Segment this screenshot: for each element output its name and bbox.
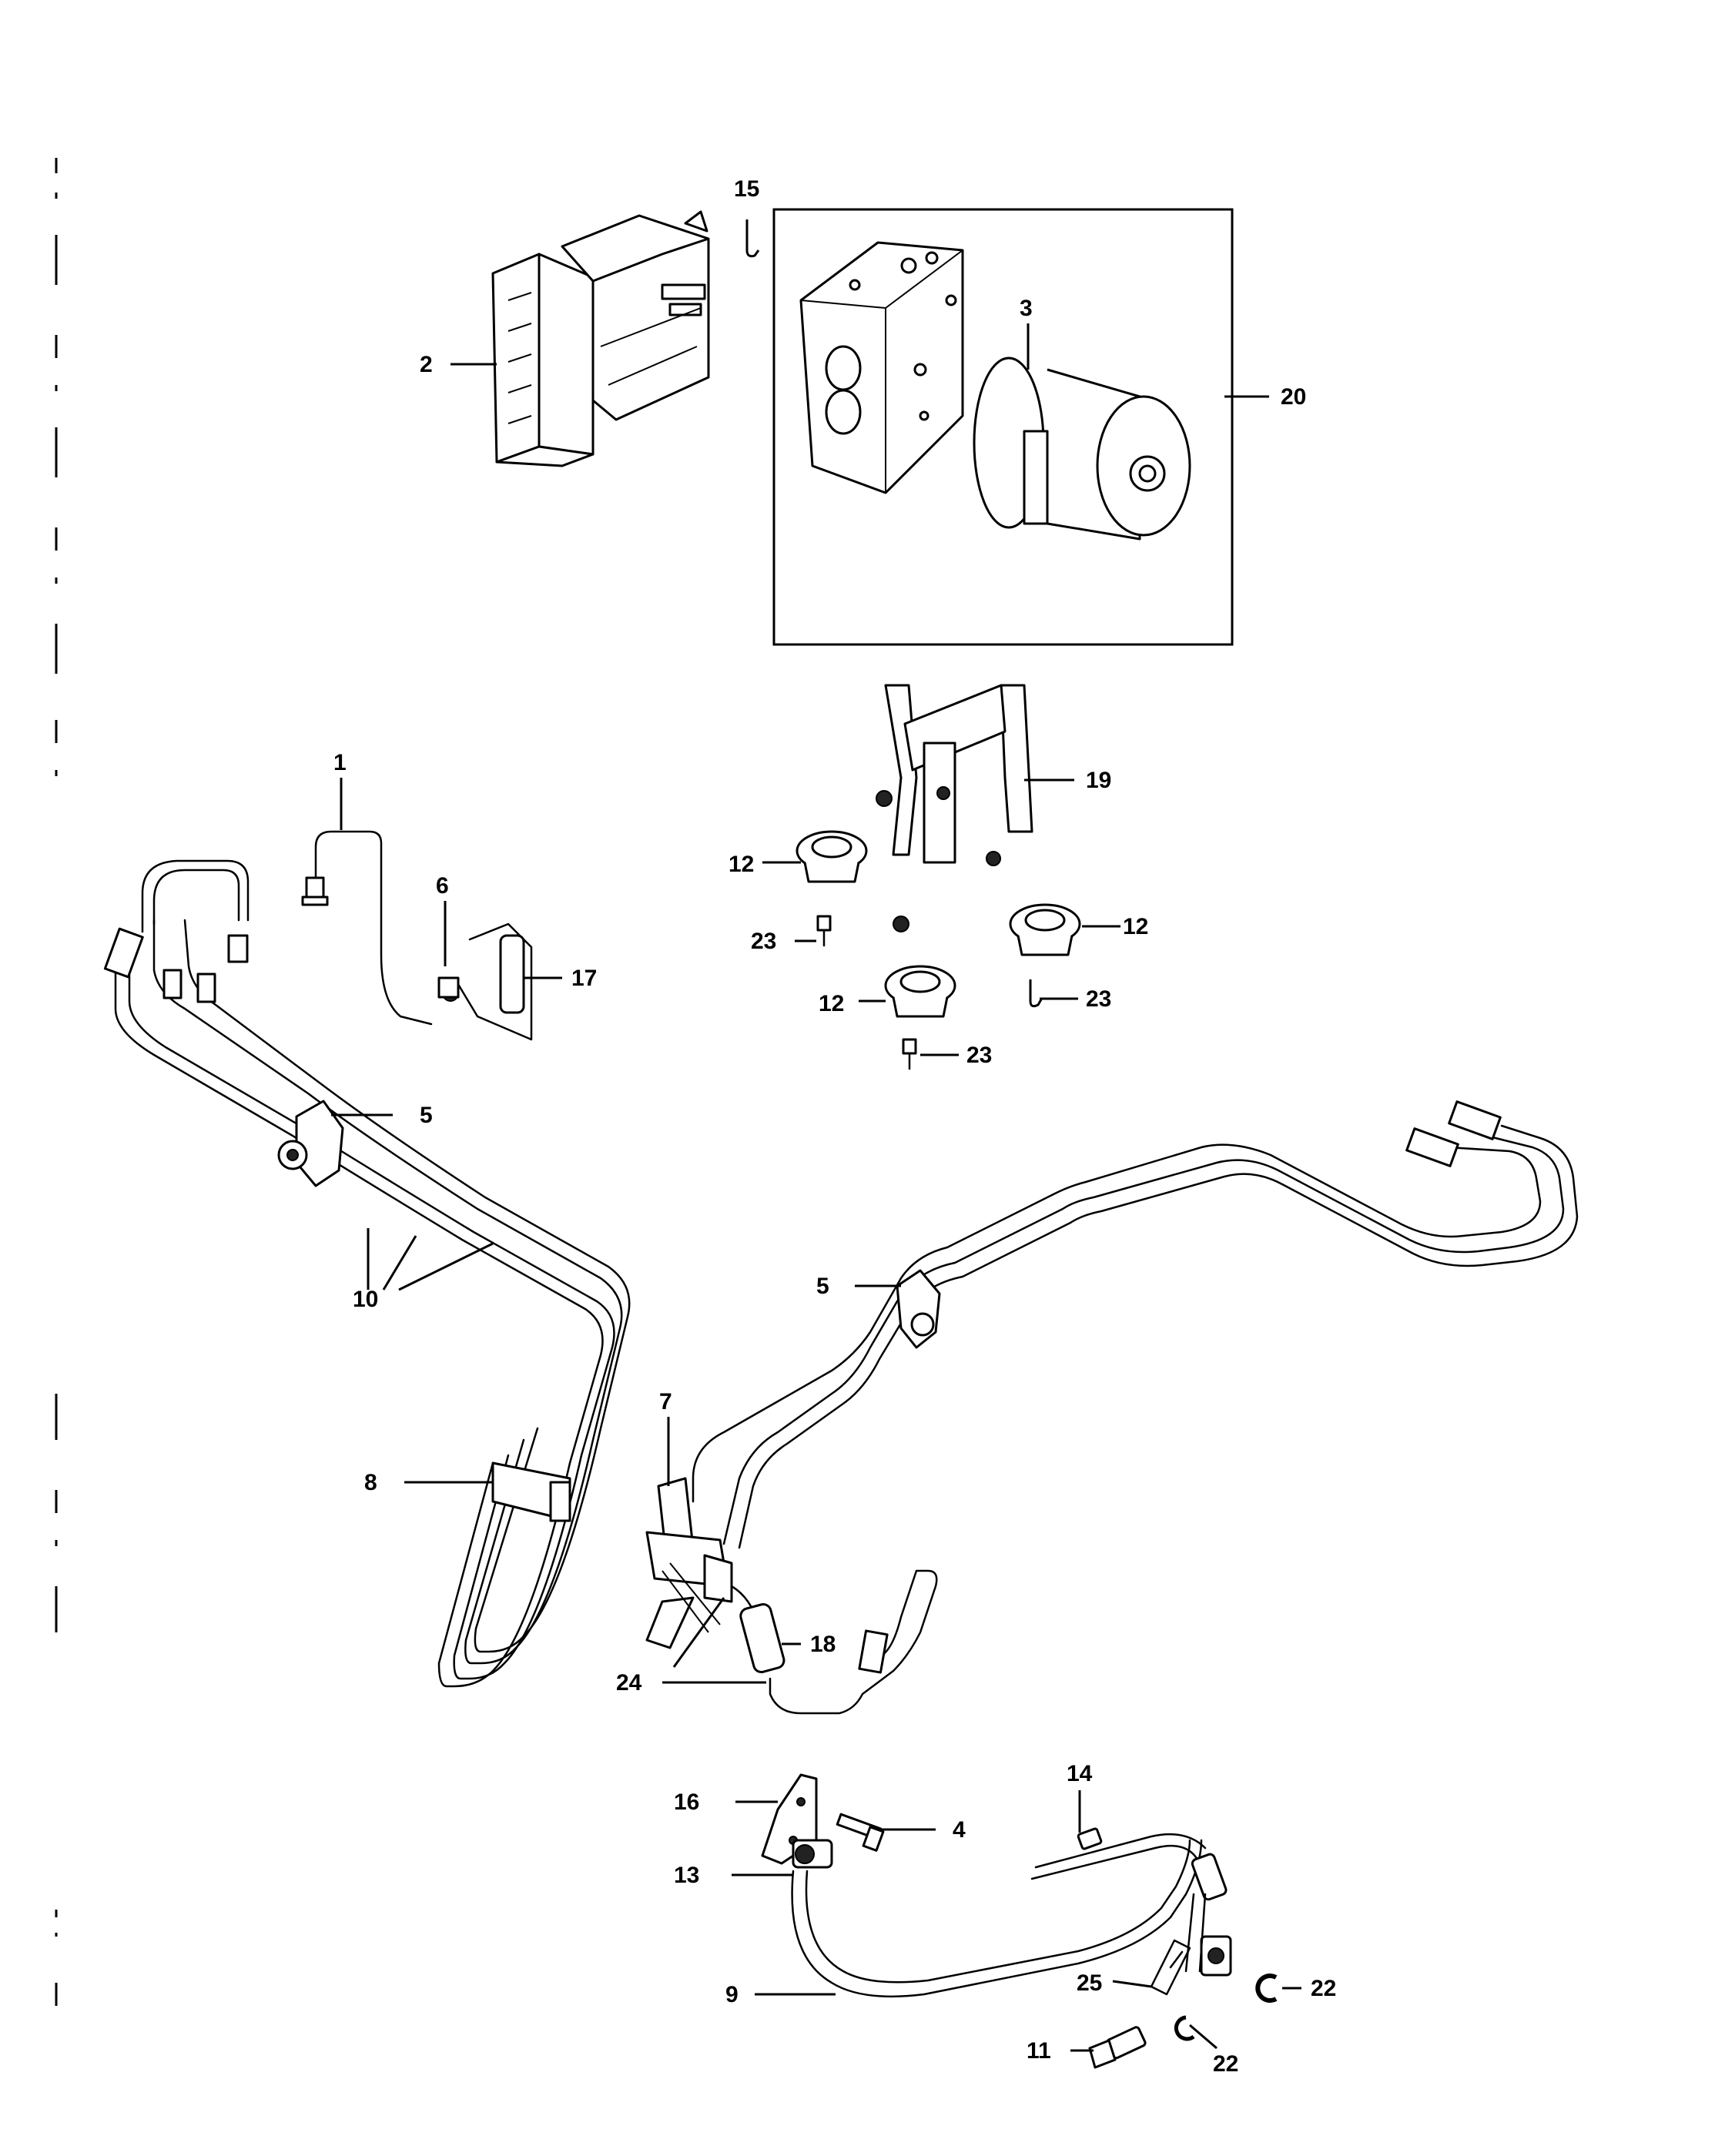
callout-10: 10: [353, 1287, 378, 1312]
callout-22a: 22: [1311, 1976, 1336, 2001]
callout-6: 6: [436, 873, 449, 899]
callout-12a: 12: [729, 852, 754, 877]
bolt-23c: [902, 1038, 917, 1070]
clip-5-left: [277, 1100, 344, 1187]
junction-block-7: [645, 1477, 733, 1649]
clip-25: [1150, 1939, 1191, 1996]
callout-13: 13: [674, 1863, 699, 1888]
leader-22b: [1189, 2024, 1218, 2050]
callout-25: 25: [1077, 1970, 1102, 1996]
bolt-23b: [1029, 979, 1043, 1008]
callout-7: 7: [659, 1389, 672, 1414]
connector-13: [792, 1839, 833, 1869]
callout-3: 3: [1020, 296, 1033, 321]
bolt-4: [836, 1813, 885, 1852]
callout-2: 2: [420, 352, 433, 377]
assembly-box-20: [772, 208, 1234, 646]
callout-17: 17: [571, 966, 597, 991]
hydraulic-control-unit: [799, 241, 964, 494]
leader-25: [1112, 1980, 1152, 1988]
brake-hose-18: [730, 1569, 938, 1715]
callout-9: 9: [725, 1982, 739, 2007]
pump-motor: [973, 357, 1191, 541]
brake-hose-17: [437, 922, 533, 1041]
clip-15: [745, 219, 760, 258]
clip-5-right: [896, 1269, 941, 1349]
callout-14: 14: [1067, 1761, 1093, 1786]
brake-line-bundle-right: [692, 1100, 1579, 1549]
callout-12c: 12: [819, 991, 844, 1016]
retainer-22b: [1174, 2015, 1195, 2041]
callout-23b: 23: [1086, 986, 1111, 1012]
leader-24a: [672, 1597, 725, 1668]
callout-15: 15: [734, 176, 759, 202]
abs-control-module: [491, 210, 710, 467]
callout-23a: 23: [751, 929, 776, 954]
leader-10: [367, 1228, 494, 1291]
callout-5b: 5: [816, 1274, 829, 1299]
callout-16: 16: [674, 1789, 699, 1815]
mounting-bracket: [876, 684, 1033, 932]
callout-12b: 12: [1123, 914, 1148, 939]
bolt-11: [1088, 2026, 1147, 2069]
grommet-12c: [884, 965, 956, 1018]
callout-5a: 5: [420, 1103, 433, 1128]
grommet-12b: [1009, 903, 1081, 956]
callout-4: 4: [953, 1817, 966, 1843]
callout-1: 1: [333, 750, 347, 775]
brake-line-1: [301, 830, 433, 1026]
callout-11: 11: [1027, 2038, 1051, 2064]
callout-18: 18: [810, 1632, 836, 1657]
callout-22b: 22: [1213, 2051, 1238, 2077]
callout-23c: 23: [966, 1043, 992, 1068]
brake-line-bundle-left: [103, 859, 631, 1688]
wheel-speed-sensor-cable-9: [791, 1833, 1232, 1998]
retainer-22a: [1255, 1974, 1278, 2003]
screw-14: [1077, 1827, 1103, 1850]
grommet-12a: [796, 830, 868, 883]
callout-19: 19: [1086, 768, 1111, 793]
callout-20: 20: [1281, 384, 1306, 410]
clip-8: [491, 1461, 571, 1522]
callout-8: 8: [364, 1470, 377, 1495]
callout-24: 24: [616, 1670, 642, 1696]
bolt-23a: [816, 915, 832, 947]
